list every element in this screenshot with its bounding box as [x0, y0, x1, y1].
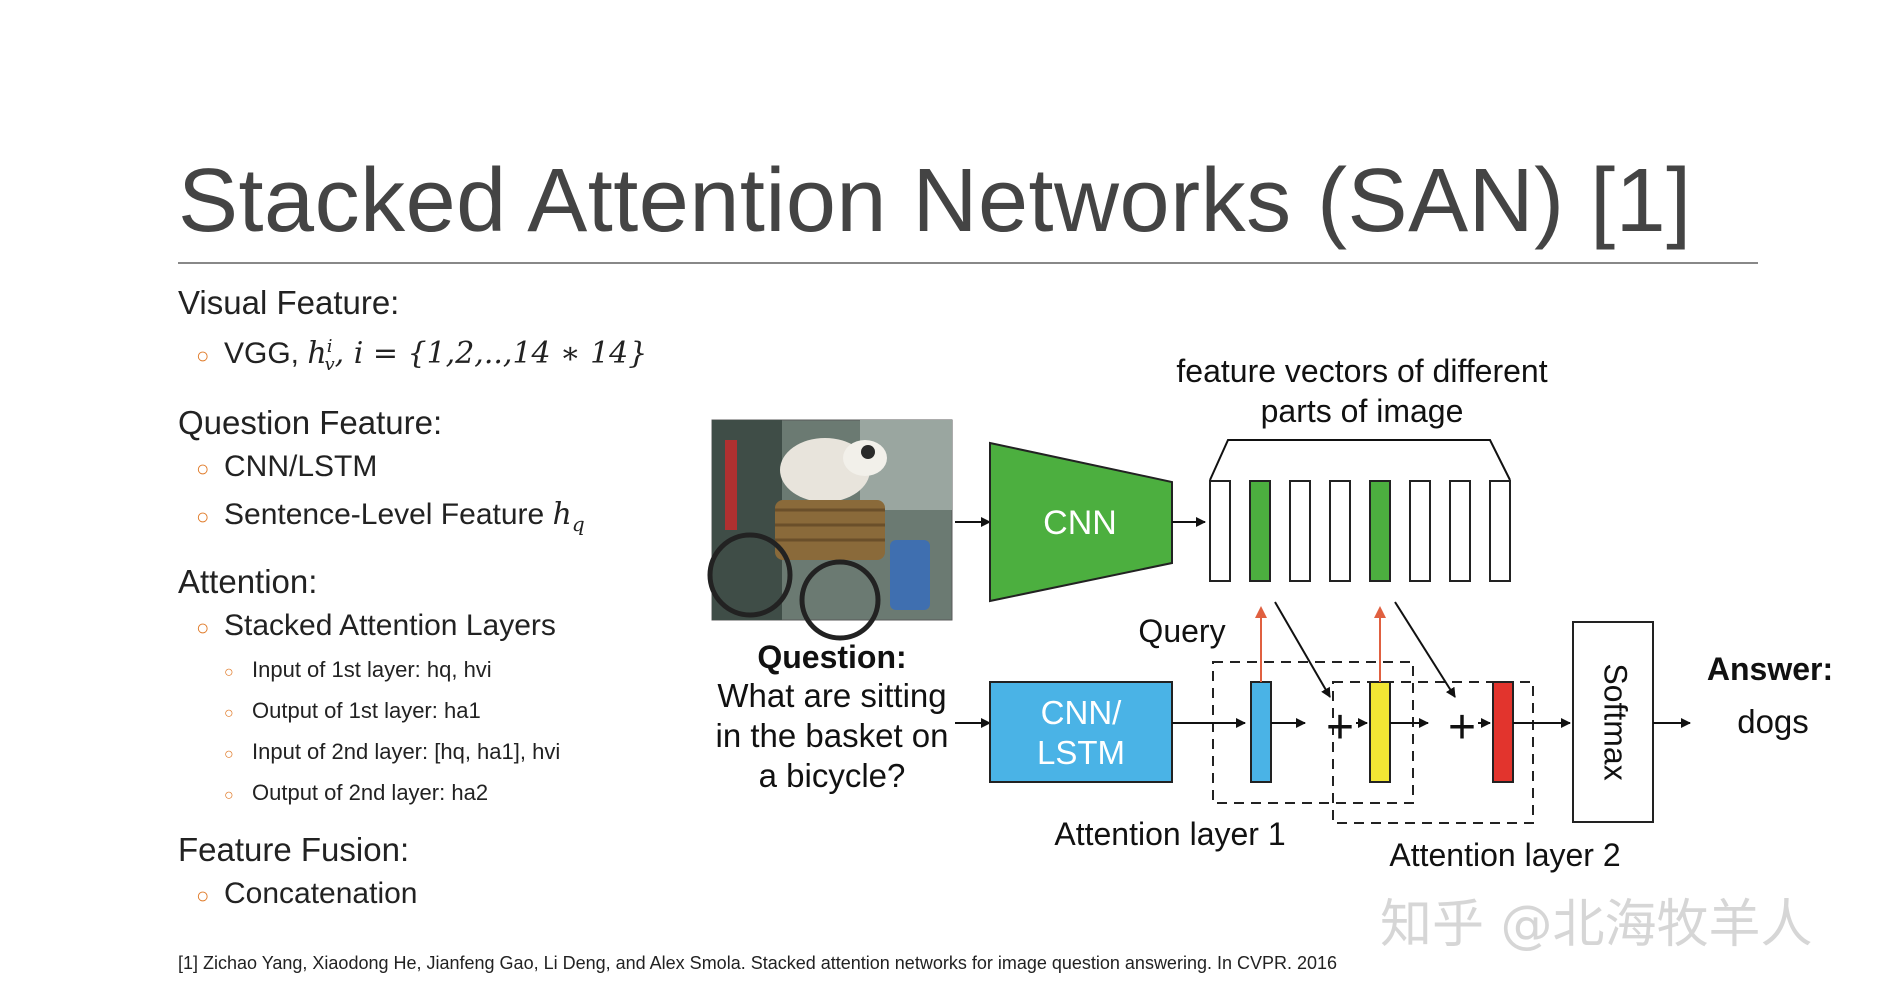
question-title: Question:: [757, 639, 906, 675]
question-feature-bullet-1: ○ CNN/LSTM: [196, 444, 698, 492]
attention-layer-2-label: Attention layer 2: [1389, 837, 1620, 873]
visual-feature-bullet: ○ VGG, hiv, i = {1,2,..,14 ∗ 14}: [196, 324, 698, 388]
input-image-dogs-basket: [707, 419, 953, 641]
section-question-feature: Question Feature: ○ CNN/LSTM ○ Sentence-…: [178, 402, 698, 547]
feature-vectors: [1209, 480, 1511, 582]
attention-layer-1-label: Attention layer 1: [1054, 816, 1285, 852]
feature-vector-3: [1289, 480, 1311, 582]
cnn-label: CNN: [1043, 504, 1117, 542]
visual-bullet-prefix: VGG,: [224, 337, 308, 370]
query-vector-yellow: [1369, 681, 1391, 783]
query-vector-red: [1492, 681, 1514, 783]
feature-vector-1: [1209, 480, 1231, 582]
bullet-circle-icon: ○: [224, 705, 234, 722]
bullet-circle-icon: ○: [196, 456, 210, 481]
attention-sub-bullet-4: ○ Output of 2nd layer: ha2: [224, 774, 698, 815]
feature-fusion-heading: Feature Fusion:: [178, 831, 410, 868]
feature-vector-8: [1489, 480, 1511, 582]
question-feature-bullet-2: ○ Sentence-Level Feature hq: [196, 492, 698, 547]
bullet-circle-icon: ○: [196, 504, 210, 529]
bullet-circle-icon: ○: [196, 343, 210, 368]
cnn-lstm-block: [989, 681, 1173, 783]
bullet-circle-icon: ○: [224, 787, 234, 804]
content-list: Visual Feature: ○ VGG, hiv, i = {1,2,..,…: [178, 282, 698, 933]
plus-sign-1: +: [1326, 701, 1354, 754]
zhihu-watermark: 知乎 @北海牧羊人: [1380, 895, 1813, 955]
title-divider: [178, 262, 1758, 264]
attention-sub-bullet-1: ○ Input of 1st layer: hq, hvi: [224, 651, 698, 692]
question-feature-heading: Question Feature:: [178, 404, 443, 441]
slide-title: Stacked Attention Networks (SAN) [1]: [178, 151, 1692, 251]
attention-bullet-1: ○ Stacked Attention Layers: [196, 603, 698, 651]
attention-sub-bullet-2: ○ Output of 1st layer: ha1: [224, 692, 698, 733]
cnn-lstm-label-line-2: LSTM: [1037, 734, 1125, 771]
section-visual-feature: Visual Feature: ○ VGG, hiv, i = {1,2,..,…: [178, 282, 698, 388]
bullet-circle-icon: ○: [196, 883, 210, 908]
bullet-circle-icon: ○: [224, 664, 234, 681]
feature-vector-4: [1329, 480, 1351, 582]
cnn-lstm-label-line-1: CNN/: [1041, 694, 1122, 731]
arrow-features-to-plus-1: [1274, 601, 1331, 698]
question-line-3: a bicycle?: [759, 757, 906, 794]
bullet-circle-icon: ○: [196, 615, 210, 640]
visual-bullet-math: hiv, i = {1,2,..,14 ∗ 14}: [307, 336, 648, 375]
feature-caption-line-2: parts of image: [1261, 393, 1464, 429]
bullet-circle-icon: ○: [224, 746, 234, 763]
question-line-1: What are sitting: [717, 677, 946, 714]
query-vector-blue: [1250, 681, 1272, 783]
attention-heading: Attention:: [178, 563, 318, 600]
section-feature-fusion: Feature Fusion: ○ Concatenation: [178, 829, 698, 919]
feature-vector-7: [1449, 480, 1471, 582]
feature-vector-6: [1409, 480, 1431, 582]
feature-bracket: [1209, 439, 1511, 481]
visual-feature-heading: Visual Feature:: [178, 284, 400, 321]
feature-caption-line-1: feature vectors of different: [1176, 353, 1547, 389]
attention-sub-bullet-3: ○ Input of 2nd layer: [hq, ha1], hvi: [224, 733, 698, 774]
query-label: Query: [1138, 613, 1225, 649]
plus-sign-2: +: [1448, 701, 1476, 754]
feature-vector-5: [1369, 480, 1391, 582]
answer-title: Answer:: [1707, 651, 1833, 687]
feature-vector-2: [1249, 480, 1271, 582]
section-attention: Attention: ○ Stacked Attention Layers ○ …: [178, 561, 698, 815]
footnote-citation: [1] Zichao Yang, Xiaodong He, Jianfeng G…: [178, 953, 1338, 973]
cnn-block: [989, 441, 1173, 603]
question-line-2: in the basket on: [716, 717, 949, 754]
arrow-features-to-plus-2: [1394, 601, 1456, 698]
answer-value: dogs: [1737, 703, 1809, 740]
feature-fusion-bullet: ○ Concatenation: [196, 871, 698, 919]
softmax-label: Softmax: [1598, 663, 1634, 780]
